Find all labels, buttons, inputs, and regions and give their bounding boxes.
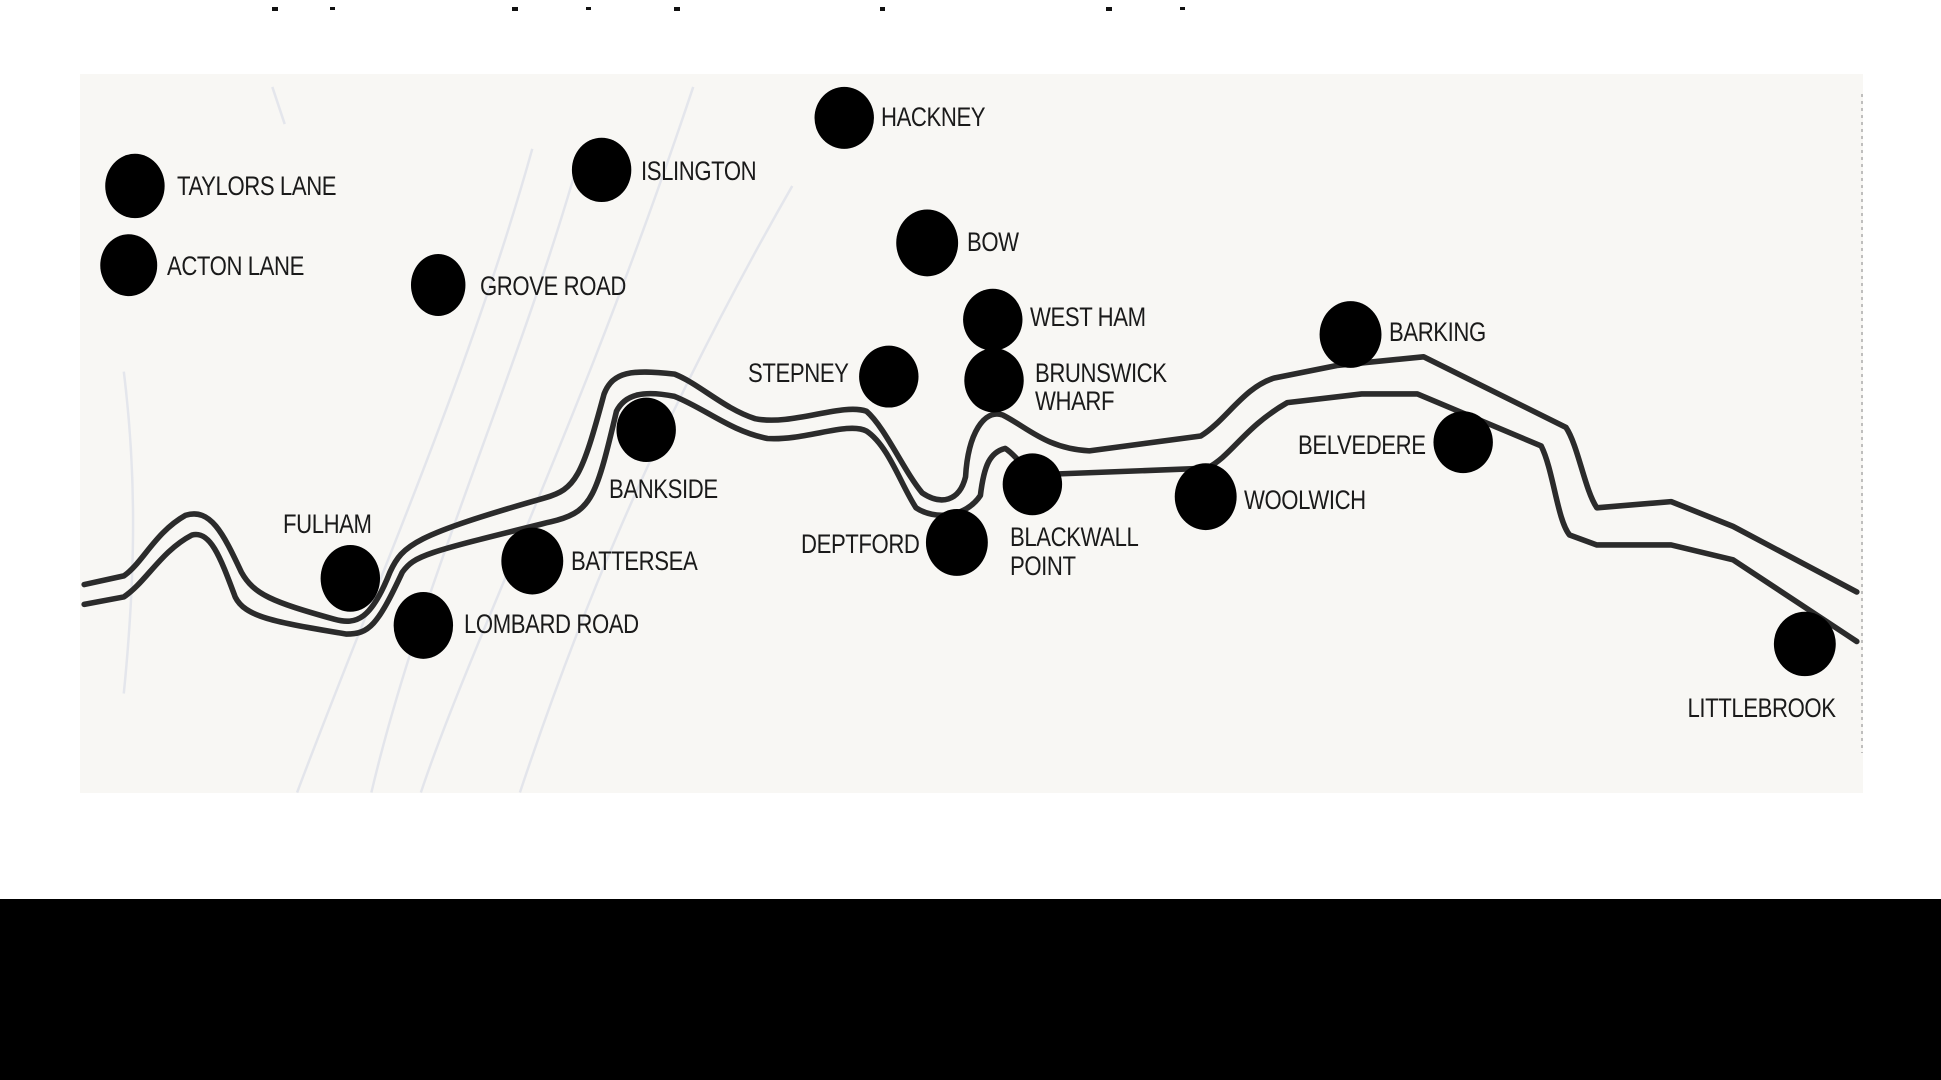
label-west-ham: WEST HAM: [1030, 302, 1146, 332]
label-bankside: BANKSIDE: [609, 474, 718, 504]
map-panel: [80, 74, 1863, 793]
label-battersea: BATTERSEA: [571, 546, 698, 576]
faint-streets: [122, 86, 794, 793]
station-dot-barking[interactable]: [1319, 301, 1382, 368]
station-dots: [100, 86, 1836, 677]
label-barking: BARKING: [1389, 317, 1486, 347]
river-south-bank: [81, 390, 1860, 645]
label-brunswick-wharf: BRUNSWICK WHARF: [1035, 359, 1167, 415]
black-letterbox-band: [0, 899, 1941, 1080]
label-fulham: FULHAM: [283, 509, 372, 539]
label-grove-road: GROVE ROAD: [480, 271, 626, 301]
label-bow: BOW: [967, 227, 1019, 257]
label-lombard-road: LOMBARD ROAD: [464, 609, 639, 639]
station-dot-lombard-road[interactable]: [393, 591, 454, 659]
station-dot-islington[interactable]: [571, 137, 632, 203]
cropped-caption-fragment: [0, 0, 1941, 11]
label-acton-lane: ACTON LANE: [167, 251, 304, 281]
river-north-bank: [81, 354, 1860, 624]
label-taylors-lane: TAYLORS LANE: [177, 171, 337, 201]
station-dot-stepney[interactable]: [859, 345, 919, 408]
station-dot-brunswick-wharf[interactable]: [964, 348, 1024, 413]
station-dot-fulham[interactable]: [320, 544, 381, 612]
station-dot-blackwall-point[interactable]: [1002, 453, 1063, 516]
station-dot-woolwich[interactable]: [1174, 463, 1237, 531]
station-dot-grove-road[interactable]: [410, 254, 466, 316]
caption-descenders: [272, 7, 1185, 11]
station-dot-taylors-lane[interactable]: [105, 153, 165, 219]
label-islington: ISLINGTON: [641, 156, 757, 186]
label-woolwich: WOOLWICH: [1244, 485, 1366, 515]
station-dot-hackney[interactable]: [814, 86, 874, 149]
river-thames: [81, 354, 1860, 645]
station-dot-battersea[interactable]: [501, 527, 564, 595]
label-blackwall-point-line2: POINT: [1010, 551, 1076, 581]
label-hackney: HACKNEY: [881, 102, 986, 132]
station-dot-littlebrook[interactable]: [1773, 611, 1836, 677]
label-brunswick-wharf-line1: BRUNSWICK: [1035, 358, 1167, 388]
station-dot-bankside[interactable]: [616, 397, 676, 463]
label-blackwall-point-line1: BLACKWALL: [1010, 522, 1139, 552]
station-dot-deptford[interactable]: [925, 509, 988, 576]
label-stepney: STEPNEY: [748, 358, 850, 388]
label-blackwall-point: BLACKWALL POINT: [1010, 522, 1139, 581]
label-brunswick-wharf-line2: WHARF: [1035, 386, 1115, 416]
label-deptford: DEPTFORD: [800, 529, 920, 559]
scan-edge: [1861, 94, 1863, 753]
label-littlebrook: LITTLEBROOK: [1687, 693, 1836, 723]
station-dot-west-ham[interactable]: [963, 288, 1023, 351]
station-dot-belvedere[interactable]: [1433, 411, 1493, 474]
station-dot-bow[interactable]: [896, 209, 959, 277]
label-belvedere: BELVEDERE: [1298, 430, 1426, 460]
station-dot-acton-lane[interactable]: [100, 234, 158, 297]
